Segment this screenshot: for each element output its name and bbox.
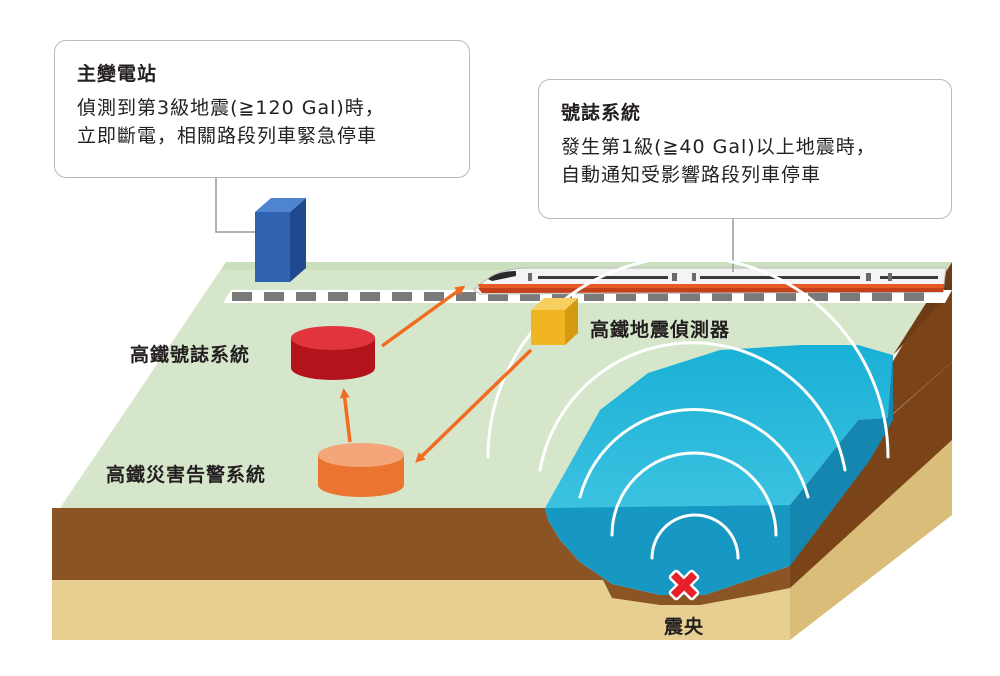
- disaster-alarm-label: 高鐵災害告警系統: [106, 464, 267, 486]
- flow-arrows: [339, 285, 533, 463]
- signal-callout-title: 號誌系統: [561, 102, 642, 124]
- substation-callout: 主變電站 偵測到第3級地震(≧120 Gal)時， 立即斷電，相關路段列車緊急停…: [54, 40, 470, 178]
- signal-callout-line-1: 發生第1級(≧40 Gal)以上地震時，: [561, 136, 876, 158]
- signal-callout-line-2: 自動通知受影響路段列車停車: [561, 164, 822, 186]
- detector-label: 高鐵地震偵測器: [590, 319, 731, 341]
- substation-callout-line-2: 立即斷電，相關路段列車緊急停車: [77, 125, 378, 147]
- signal-system-label: 高鐵號誌系統: [130, 344, 251, 366]
- substation-building: [215, 178, 306, 282]
- epicenter-x-icon: [668, 569, 700, 601]
- signal-callout: 號誌系統 發生第1級(≧40 Gal)以上地震時， 自動通知受影響路段列車停車: [538, 79, 952, 219]
- signal-cylinder: [291, 326, 375, 380]
- seismic-waves: [486, 255, 890, 560]
- epicenter-label: 震央: [664, 616, 705, 638]
- arrow-detector-to-alarm: [415, 348, 533, 463]
- substation-callout-line-1: 偵測到第3級地震(≧120 Gal)時，: [77, 97, 385, 119]
- substation-callout-title: 主變電站: [77, 63, 158, 85]
- seismic-wave: [486, 255, 890, 459]
- seismic-wave: [610, 451, 778, 537]
- seismic-wave: [538, 341, 847, 472]
- seismic-wave: [578, 408, 810, 499]
- arrow-signal-to-train: [380, 285, 466, 348]
- railway-track: [223, 290, 952, 303]
- seismic-wave: [650, 513, 740, 560]
- arrow-alarm-to-signal: [339, 388, 352, 443]
- detector-cube: [531, 298, 578, 345]
- train: [473, 267, 947, 295]
- alarm-cylinder: [318, 443, 404, 497]
